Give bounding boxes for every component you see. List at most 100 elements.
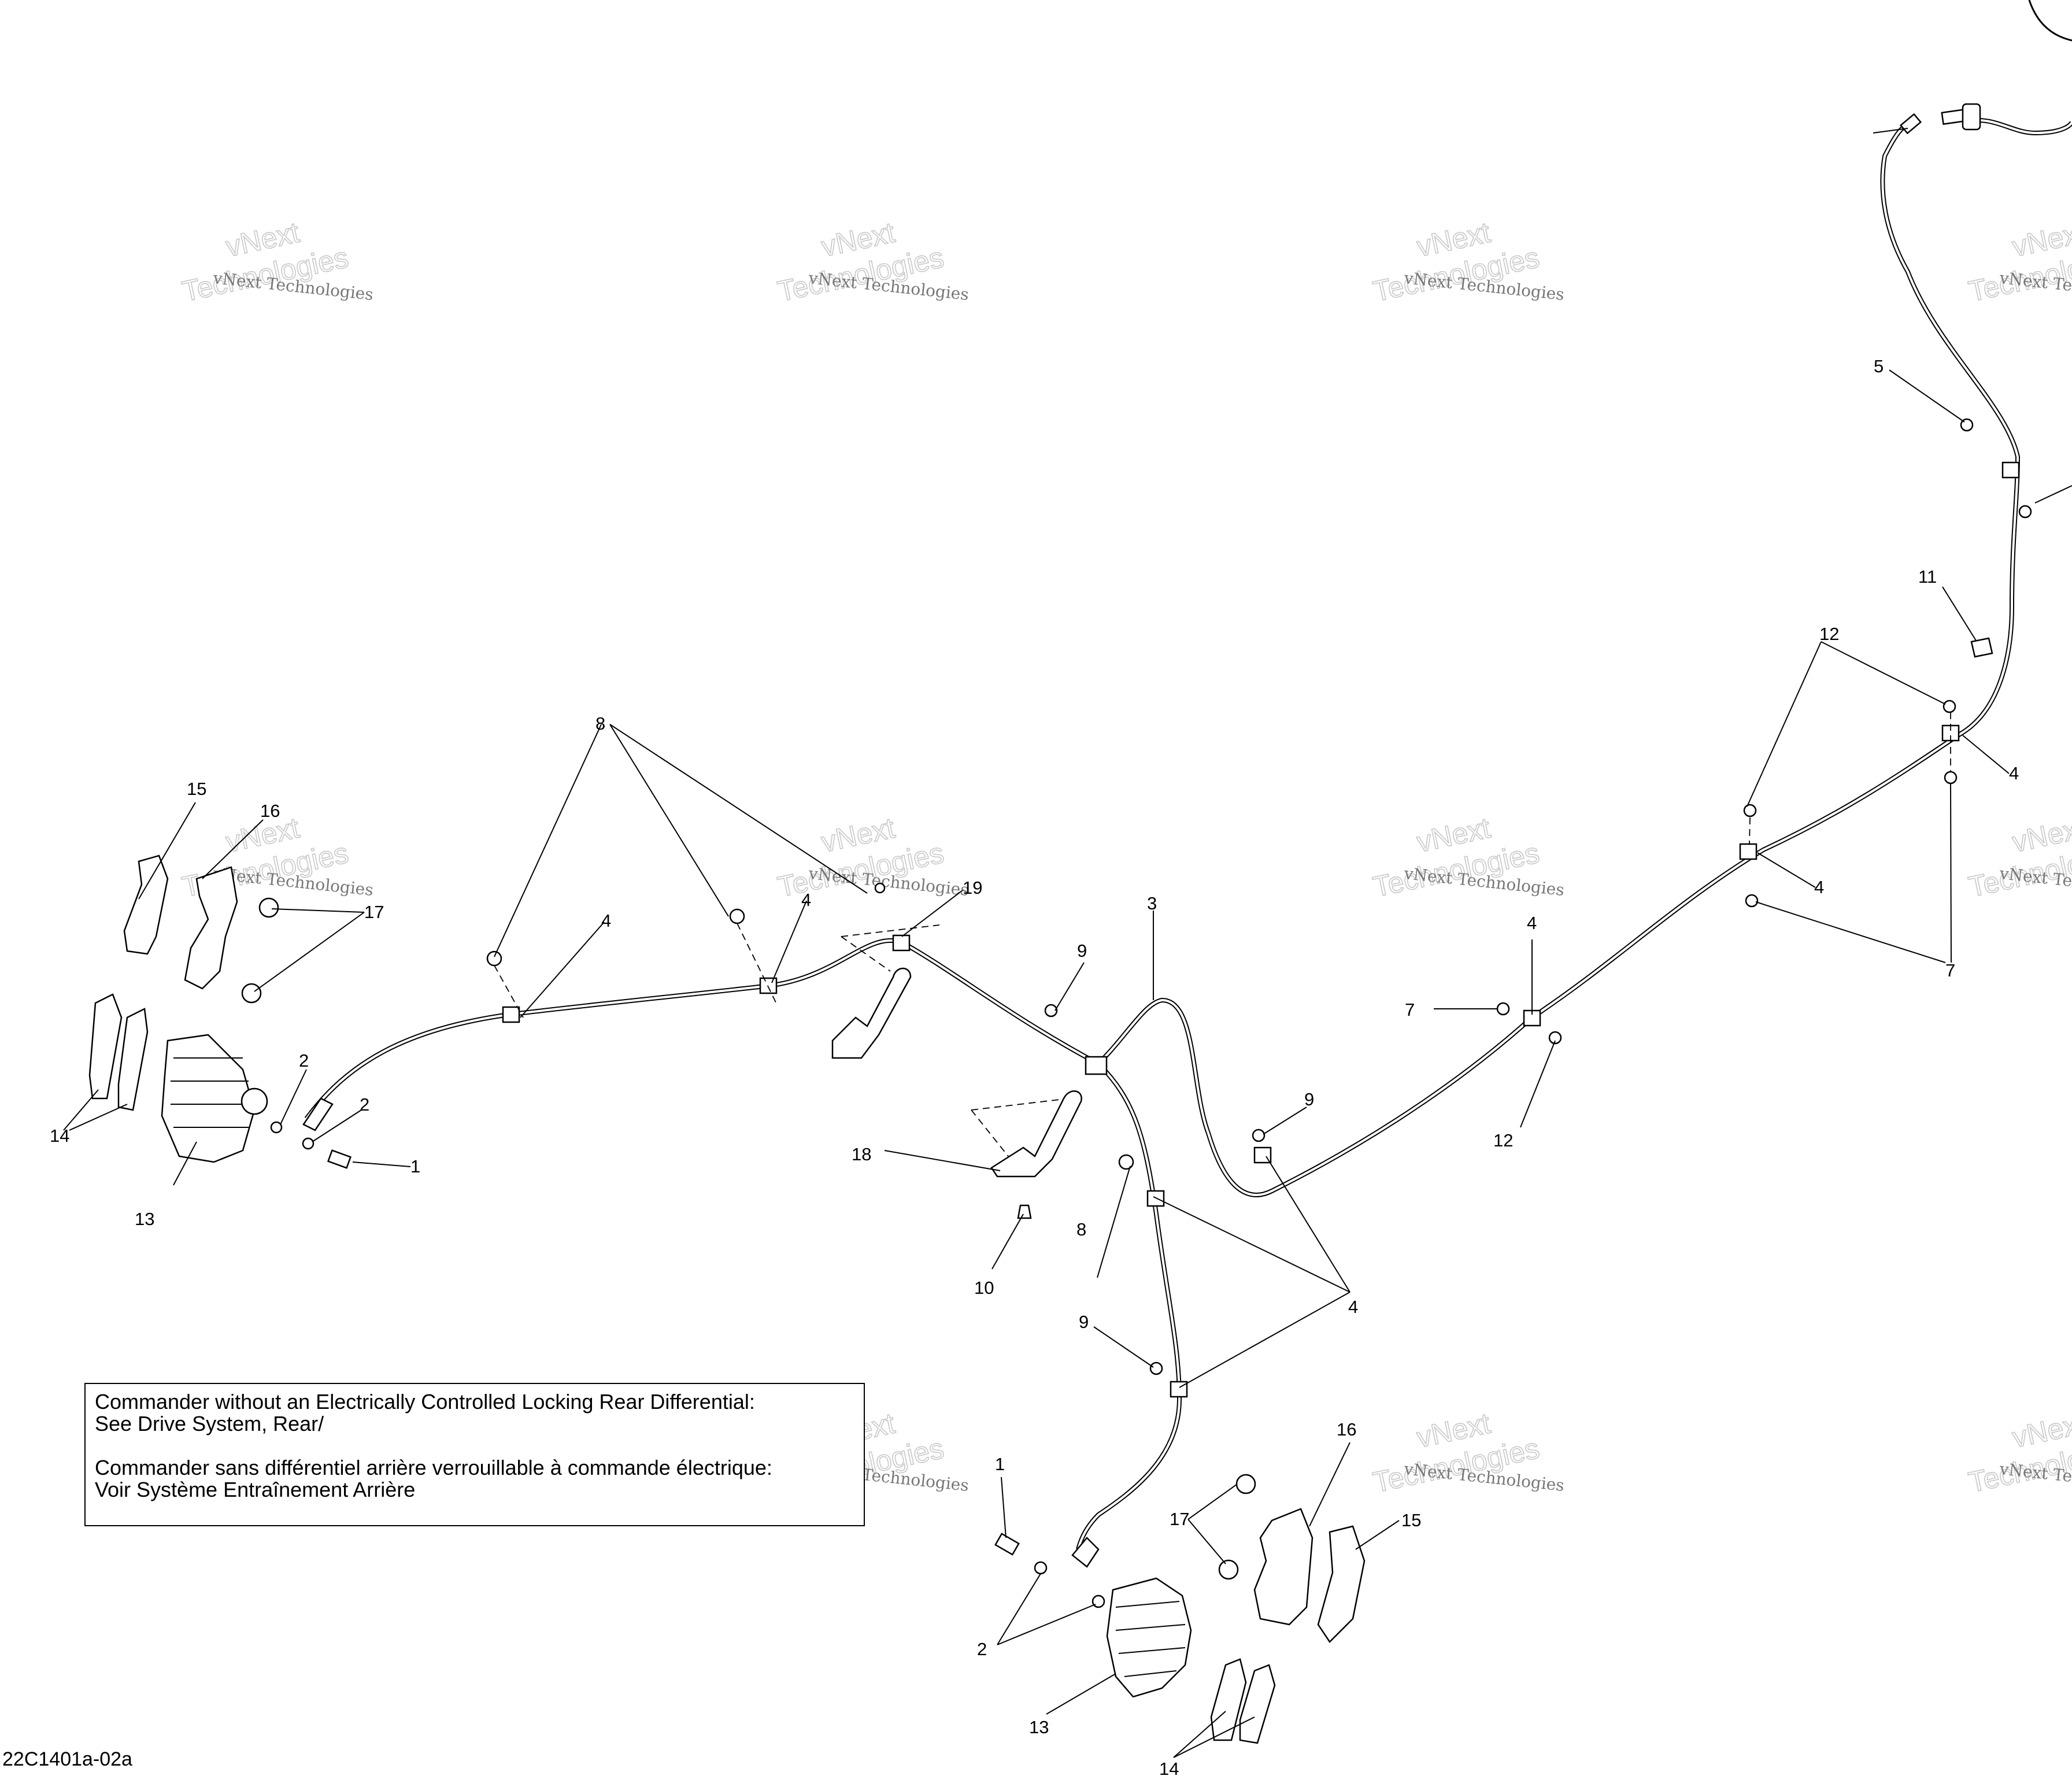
- bracket: [990, 1090, 1082, 1178]
- callout-12: 12: [1819, 624, 1839, 644]
- reference-code: 22C1401a-02a: [2, 1748, 132, 1770]
- callout-17: 17: [364, 902, 384, 922]
- brake-lines: [304, 0, 2072, 1551]
- callout-13: 13: [1029, 1717, 1049, 1737]
- leader-7: [1755, 783, 1952, 963]
- callout-8: 8: [595, 713, 605, 734]
- leader-12: [1747, 641, 1946, 807]
- leader-17: [1187, 1483, 1238, 1564]
- leader-4: [1153, 1156, 1350, 1388]
- callout-11: 11: [1918, 567, 1937, 587]
- caliper-body: [161, 1034, 256, 1163]
- callout-7: 7: [1945, 960, 1955, 980]
- clamp: [1970, 637, 1993, 658]
- brake-pad: [1210, 1658, 1247, 1741]
- leader-1: [352, 1161, 411, 1167]
- callout-1: 1: [410, 1156, 420, 1176]
- note-line-1: Commander without an Electrically Contro…: [95, 1390, 755, 1414]
- callout-4: 4: [801, 890, 811, 910]
- callout-19: 19: [963, 878, 982, 898]
- nut: [1496, 1002, 1510, 1016]
- callout-16: 16: [260, 801, 280, 821]
- leader-19: [901, 890, 963, 937]
- callout-15: 15: [187, 779, 206, 799]
- banjo-bolt: [327, 1149, 352, 1169]
- callout-8: 8: [1076, 1219, 1086, 1240]
- note-line-2: See Drive System, Rear/: [95, 1412, 324, 1435]
- washer: [270, 1121, 283, 1134]
- callout-5: 5: [1874, 356, 1884, 376]
- bolt-head: [1218, 1559, 1239, 1580]
- callout-2: 2: [360, 1094, 369, 1115]
- callout-2: 2: [299, 1050, 309, 1071]
- clip: [759, 977, 778, 994]
- brake-pad: [1239, 1664, 1276, 1744]
- dash-line: [1749, 817, 1751, 845]
- dash-line: [494, 965, 524, 1018]
- callout-14: 14: [50, 1126, 69, 1146]
- callout-17: 17: [1170, 1509, 1189, 1529]
- bolt-head: [241, 983, 262, 1004]
- nut: [729, 908, 745, 924]
- banjo-fitting: [302, 1097, 334, 1131]
- leader-13: [1046, 1673, 1116, 1715]
- nut: [1149, 1361, 1163, 1375]
- callout-4: 4: [1348, 1297, 1358, 1317]
- clip: [1170, 1381, 1188, 1398]
- caliper-right: [994, 1533, 1192, 1698]
- clip: [502, 1006, 520, 1023]
- callout-4: 4: [601, 911, 611, 931]
- leader-4: [1962, 735, 2010, 774]
- hardware: [486, 418, 2032, 1375]
- callout-9: 9: [1079, 1312, 1089, 1332]
- brake-line-left-inner: [305, 939, 1099, 1120]
- nut: [874, 882, 886, 894]
- nut: [1044, 1004, 1058, 1018]
- brake-line-main-inner: [1097, 123, 2019, 1196]
- callout-16: 16: [1337, 1419, 1356, 1440]
- leader-13: [173, 1141, 197, 1186]
- callout-10: 10: [974, 1278, 994, 1298]
- brake-line-front-right-inner: [1077, 1063, 1181, 1550]
- callout-4: 4: [1527, 913, 1537, 933]
- screw: [1017, 1204, 1032, 1219]
- caliper-ribs: [171, 1057, 254, 1128]
- brake-pad: [88, 993, 123, 1100]
- brake-line-left: [304, 938, 1100, 1120]
- leader-2: [280, 1069, 307, 1125]
- caliper-left: [161, 1034, 352, 1169]
- caliper-ribs: [1115, 1601, 1186, 1677]
- dash-line: [737, 923, 778, 1007]
- caliper-bracket: [1253, 1508, 1314, 1626]
- brake-line-top-inner: [1965, 119, 2072, 135]
- pad-plate: [1317, 1525, 1366, 1643]
- caliper-bracket: [184, 866, 238, 990]
- line-fitting: [1962, 103, 1981, 131]
- leader-17: [254, 908, 365, 992]
- brake-line-top-right: [2028, 0, 2072, 42]
- clip: [1523, 1009, 1541, 1027]
- callout-12: 12: [1493, 1130, 1513, 1150]
- callout-labels: 8 4 4 19 3 9 9 8 18 10 9 4 7 4 12 4 12 7…: [50, 356, 2019, 1776]
- callout-1: 1: [995, 1454, 1005, 1474]
- banjo-bolt: [994, 1533, 1020, 1556]
- leader-16: [202, 819, 264, 879]
- nut: [1942, 700, 1956, 713]
- washer: [302, 1137, 314, 1150]
- bracket-upper: [831, 924, 940, 1059]
- leader-8: [1097, 1166, 1131, 1278]
- leader-15: [1355, 1520, 1400, 1550]
- callout-4: 4: [2009, 763, 2019, 783]
- bolt-head: [258, 897, 279, 918]
- brake-line-front-right: [1076, 1062, 1182, 1551]
- leader-9: [1093, 1326, 1154, 1368]
- leader-14: [1173, 1711, 1255, 1758]
- caliper-body: [1106, 1577, 1192, 1698]
- callout-7: 7: [1405, 1000, 1415, 1020]
- leader-11: [1942, 586, 1977, 641]
- note-line-3: Commander sans différentiel arrière verr…: [95, 1456, 772, 1479]
- leader-14: [63, 1089, 128, 1131]
- leader-2: [312, 1109, 362, 1142]
- leader-15: [138, 802, 196, 900]
